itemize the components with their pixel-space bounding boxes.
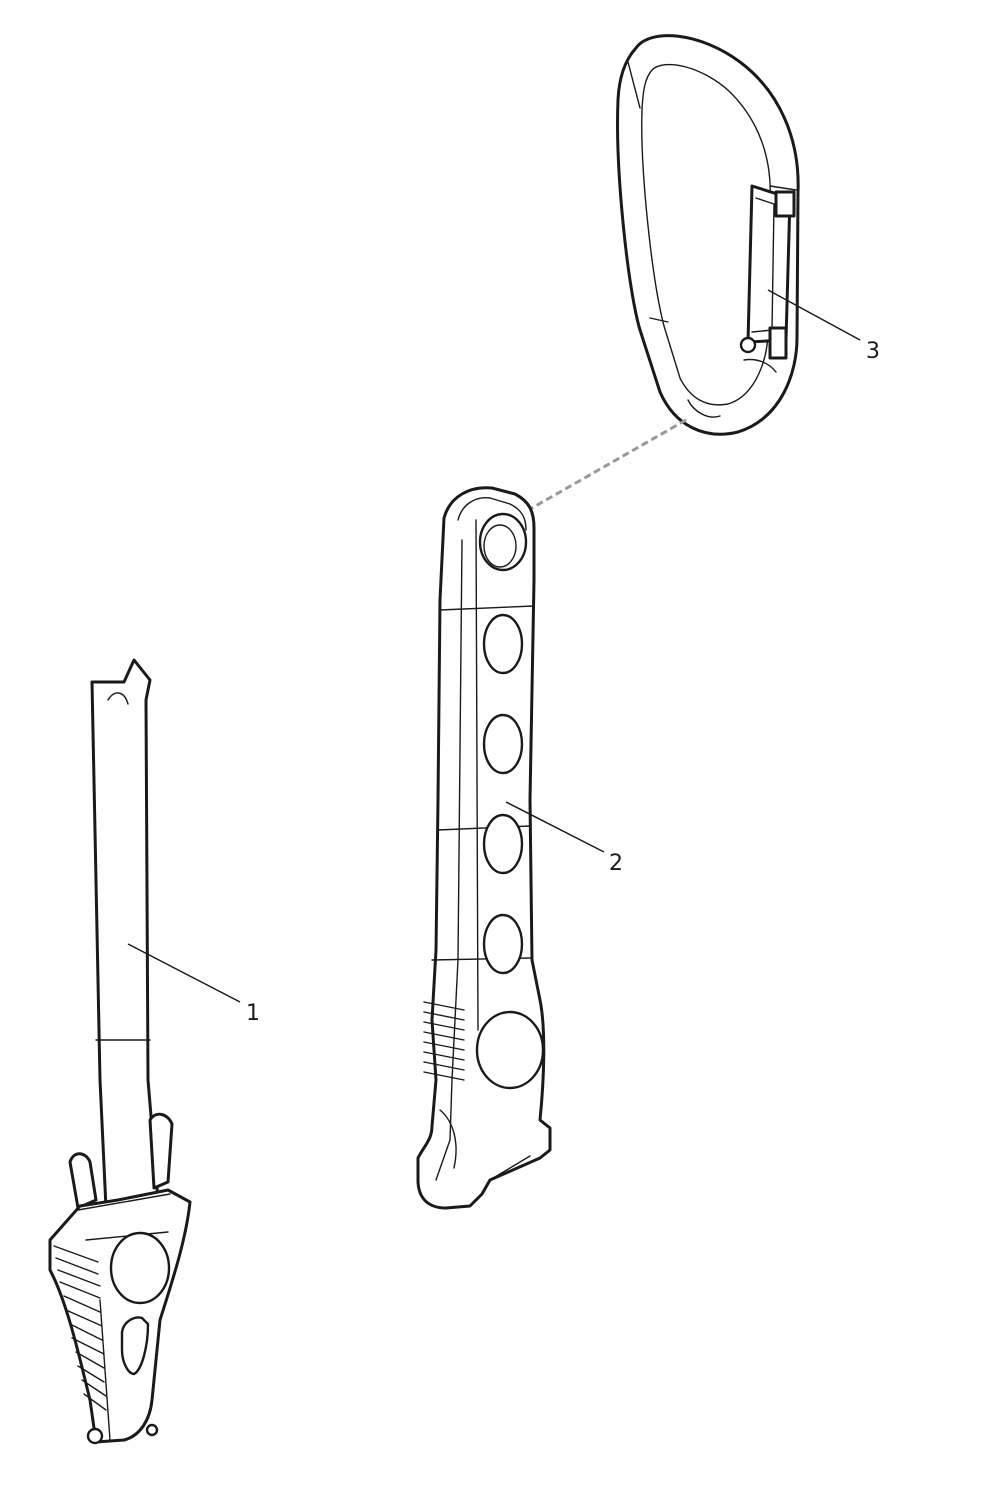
strap-buckle-part [48,658,192,1445]
leader-line-2 [505,801,605,853]
buckle-grip-ribs [53,1245,107,1411]
callout-1: 1 [246,1001,260,1026]
callout-2: 2 [609,851,623,876]
handle-part [416,486,552,1210]
handle-grip-ribs [423,1001,465,1081]
leader-line-3 [767,289,861,341]
carabiner-part [616,34,800,436]
callout-3: 3 [866,339,880,364]
leader-line-1 [127,943,241,1003]
assembly-connector-line [524,418,687,514]
